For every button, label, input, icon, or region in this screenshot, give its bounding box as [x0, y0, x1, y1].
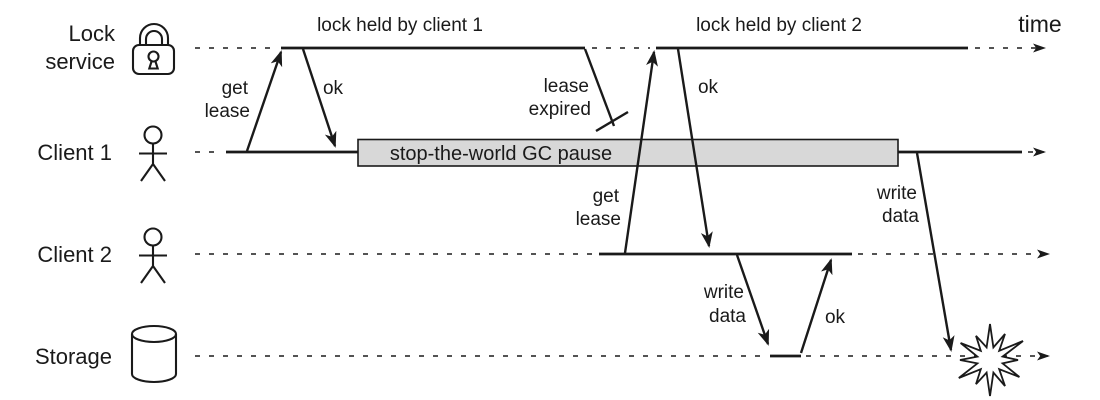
lock-service-label-line2: service — [45, 49, 115, 74]
client2-ok-arrow — [676, 48, 713, 248]
gc-pause-box: stop-the-world GC pause — [357, 138, 899, 167]
client1-write-data-arrow — [915, 152, 955, 352]
client1-get-lease-label-line2: lease — [205, 101, 250, 122]
storage-ok-label: ok — [825, 307, 846, 328]
client2-write-data-label-line2: data — [709, 306, 746, 327]
client2-get-lease-label-line1: get — [593, 186, 620, 207]
lock-held-by-client1-label: lock held by client 1 — [317, 15, 483, 36]
database-icon — [130, 324, 178, 384]
message-labels: get lease ok lease expired get lease ok … — [205, 76, 920, 328]
gc-pause-label: stop-the-world GC pause — [390, 143, 612, 165]
client1-get-lease-arrow — [245, 50, 283, 152]
client2-ok-label: ok — [698, 77, 719, 98]
client1-ok-arrow — [301, 48, 337, 148]
client2-get-lease-arrow — [623, 50, 658, 254]
client2-person-icon — [139, 227, 167, 284]
client1-label: Client 1 — [37, 140, 112, 165]
client1-ok-label: ok — [323, 78, 344, 99]
lane-labels: Lock service Client 1 Client 2 Storage — [35, 21, 116, 369]
client1-write-data-label-line2: data — [882, 206, 919, 227]
client2-label: Client 2 — [37, 242, 112, 267]
lease-expired-line — [583, 48, 629, 133]
client1-write-data-label-line1: write — [876, 183, 917, 204]
client2-get-lease-label-line2: lease — [576, 209, 621, 230]
client1-person-icon — [139, 125, 167, 182]
client1-get-lease-label-line1: get — [222, 78, 249, 99]
time-axis-label: time — [1018, 11, 1061, 37]
lease-expired-label-line1: lease — [544, 76, 589, 97]
lock-service-label-line1: Lock — [69, 21, 116, 46]
client2-write-data-arrow — [735, 254, 770, 346]
crash-explosion-icon — [958, 323, 1024, 397]
storage-ok-arrow — [799, 258, 833, 354]
padlock-icon — [131, 23, 176, 76]
client2-write-data-label-line1: write — [703, 282, 744, 303]
storage-label: Storage — [35, 344, 112, 369]
lease-expired-label-line2: expired — [529, 99, 591, 120]
lock-held-by-client2-label: lock held by client 2 — [696, 15, 862, 36]
